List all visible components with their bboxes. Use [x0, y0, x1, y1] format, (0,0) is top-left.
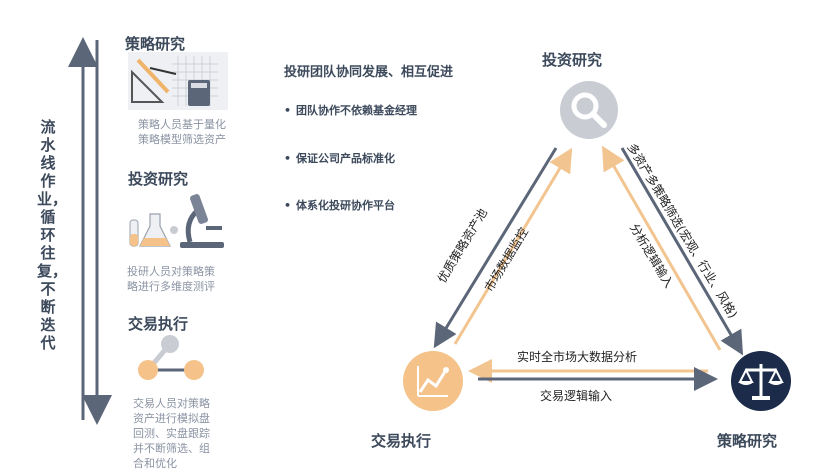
team-heading: 投研团队协同发展、相互促进 — [284, 65, 454, 80]
node-label-trading: 交易执行 — [371, 432, 432, 450]
scales-icon — [731, 351, 791, 411]
step-desc-investment: 投研人员对策略策 略进行多维度测评 — [127, 265, 215, 293]
step-title-trading: 交易执行 — [128, 315, 189, 333]
step-desc-trading: 交易人员对策略 资产进行模拟盘 回测、实盘跟踪 并不断筛选、组 合和优化 — [133, 397, 210, 470]
drafting-tools-icon — [128, 52, 228, 110]
line-chart-icon — [403, 351, 463, 411]
node-label-strategy: 策略研究 — [717, 432, 778, 450]
step-desc-strategy: 策略人员基于量化 策略模型筛选资产 — [138, 118, 226, 146]
edge-label-realtime-analysis: 实时全市场大数据分析 — [517, 350, 638, 364]
bullet-item: •保证公司产品标准化 — [284, 152, 395, 165]
network-nodes-icon — [138, 335, 204, 380]
step-title-investment: 投资研究 — [128, 170, 189, 188]
node-label-investment: 投资研究 — [542, 51, 603, 69]
magnifier-icon — [560, 81, 618, 139]
flow-arrows — [68, 37, 112, 425]
microscope-lab-icon — [129, 194, 224, 248]
bullet-item: •体系化投研协作平台 — [284, 199, 395, 212]
bullet-item: •团队协作不依赖基金经理 — [284, 104, 417, 117]
step-title-strategy: 策略研究 — [125, 35, 186, 53]
edge-label-trade-input: 交易逻辑输入 — [540, 389, 613, 403]
